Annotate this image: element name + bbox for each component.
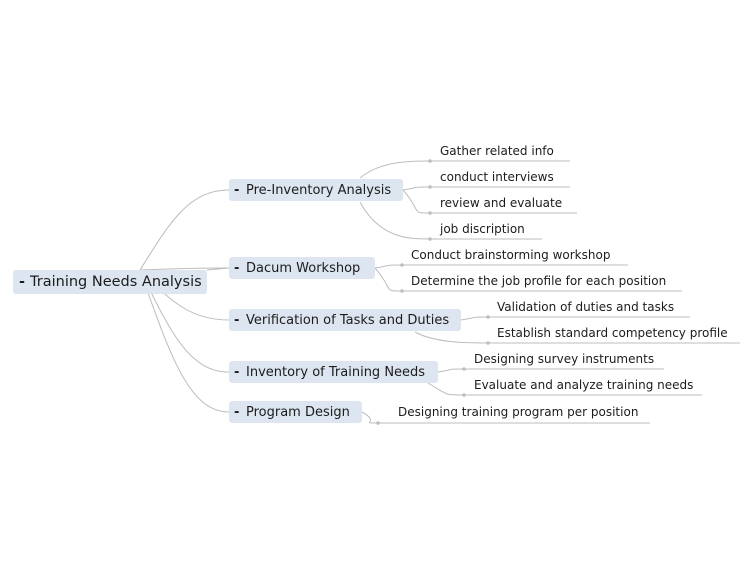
branch-label: Pre-Inventory Analysis xyxy=(246,182,392,198)
branch-dacum-workshop[interactable]: - Dacum Workshop xyxy=(229,257,375,279)
branch-program-design[interactable]: - Program Design xyxy=(229,401,362,423)
leaf-conduct-brainstorming-workshop[interactable]: Conduct brainstorming workshop xyxy=(411,248,611,262)
collapse-toggle-pre-inventory[interactable]: - xyxy=(234,182,240,198)
connector-leaf-6 xyxy=(460,316,690,321)
leaf-evaluate-training-needs[interactable]: Evaluate and analyze training needs xyxy=(474,378,694,392)
leaf-designing-survey-instruments[interactable]: Designing survey instruments xyxy=(474,352,655,366)
connector-leaf-1 xyxy=(402,186,570,191)
branch-label: Dacum Workshop xyxy=(246,260,361,276)
leaf-designing-training-program[interactable]: Designing training program per position xyxy=(398,405,639,419)
connector-dot-3 xyxy=(428,237,432,241)
collapse-toggle-root[interactable]: - xyxy=(19,274,26,290)
connector-leaf-8 xyxy=(437,368,664,373)
branch-label: Program Design xyxy=(246,404,350,420)
connector-root-branch-1 xyxy=(139,267,230,271)
connector-root-branch-4 xyxy=(139,269,230,413)
connector-dot-1 xyxy=(428,185,432,189)
branch-pre-inventory-analysis[interactable]: - Pre-Inventory Analysis xyxy=(229,179,403,201)
branch-inventory-of-training-needs[interactable]: - Inventory of Training Needs xyxy=(229,361,438,383)
leaf-validation-of-duties[interactable]: Validation of duties and tasks xyxy=(497,300,675,314)
connector-dot-7 xyxy=(486,341,490,345)
branch-label: Inventory of Training Needs xyxy=(246,364,426,380)
leaf-job-discription[interactable]: job discription xyxy=(440,222,525,236)
connector-dot-0 xyxy=(428,159,432,163)
leaf-gather-related-info[interactable]: Gather related info xyxy=(440,144,554,158)
leaf-determine-job-profile[interactable]: Determine the job profile for each posit… xyxy=(411,274,667,288)
branch-label: Verification of Tasks and Duties xyxy=(246,312,450,328)
connector-dot-9 xyxy=(462,393,466,397)
connector-dot-10 xyxy=(376,421,380,425)
connector-dot-5 xyxy=(400,289,404,293)
connector-root-branch-0 xyxy=(139,189,230,271)
connector-dot-8 xyxy=(462,367,466,371)
root-label: Training Needs Analysis xyxy=(30,274,202,290)
connector-dot-6 xyxy=(486,315,490,319)
leaf-conduct-interviews[interactable]: conduct interviews xyxy=(440,170,554,184)
collapse-toggle-program-design[interactable]: - xyxy=(234,404,240,420)
leaf-review-and-evaluate[interactable]: review and evaluate xyxy=(440,196,563,210)
root-node[interactable]: - Training Needs Analysis xyxy=(13,270,207,294)
connector-leaf-4 xyxy=(374,264,628,269)
collapse-toggle-inventory[interactable]: - xyxy=(234,364,240,380)
collapse-toggle-dacum[interactable]: - xyxy=(234,260,240,276)
leaf-establish-competency-profile[interactable]: Establish standard competency profile xyxy=(497,326,728,340)
connector-dot-2 xyxy=(428,211,432,215)
connector-root-stub xyxy=(206,267,230,271)
collapse-toggle-verification[interactable]: - xyxy=(234,312,240,328)
connector-dot-4 xyxy=(400,263,404,267)
branch-verification-of-tasks[interactable]: - Verification of Tasks and Duties xyxy=(229,309,461,331)
